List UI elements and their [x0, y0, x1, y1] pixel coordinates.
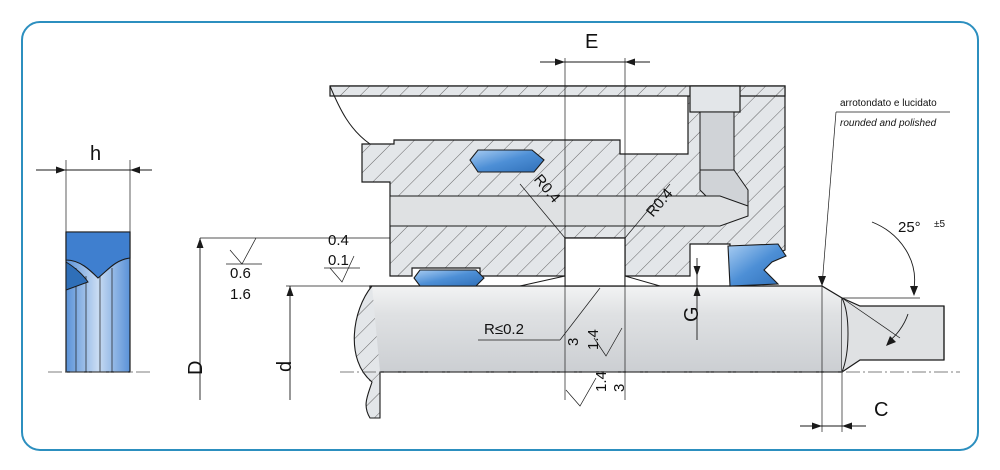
roughness-top-b: 0.1 [328, 252, 349, 269]
lip-seal [727, 243, 787, 287]
port-bore [389, 85, 749, 227]
roughness-mid-a: 0.6 [230, 265, 251, 282]
o-ring-lower [413, 269, 485, 287]
seal-cross-section [48, 231, 150, 373]
roughness-14b: 1.4 [593, 371, 610, 392]
dim-G-label: G [681, 306, 703, 322]
dim-h-label: h [90, 143, 101, 165]
roughness-symbol-lower [329, 255, 355, 283]
housing [329, 85, 786, 277]
roughness-14a: 1.4 [585, 329, 602, 350]
note-english: rounded and polished [840, 118, 937, 129]
dim-C-label: C [874, 399, 888, 421]
radius-small-label: R≤0.2 [484, 321, 524, 338]
o-ring-upper [469, 149, 545, 173]
roughness-mid-b: 1.6 [230, 286, 251, 303]
roughness-top-a: 0.4 [328, 232, 349, 249]
roughness-3b: 3 [611, 384, 628, 392]
dim-E-label: E [585, 31, 598, 53]
angle-tolerance: ±5 [934, 219, 945, 230]
dim-D-label: D [185, 361, 207, 375]
seal-groove [564, 237, 626, 287]
roughness-symbol-center-upper [593, 327, 623, 357]
roughness-symbol-center-lower [565, 377, 597, 407]
roughness-3a: 3 [565, 338, 582, 346]
dim-d-label: d [274, 361, 296, 372]
angle-label: 25° [898, 219, 921, 236]
note-italian: arrotondato e lucidato [840, 98, 937, 109]
